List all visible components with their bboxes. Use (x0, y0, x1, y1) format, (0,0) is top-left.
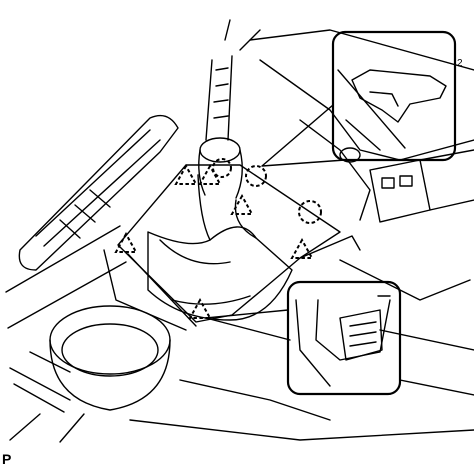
clip-marker-triangle (290, 237, 314, 259)
clip-marker-triangle (174, 163, 198, 185)
parking-brake-lever (5, 114, 179, 329)
clip-detail-inset (286, 280, 402, 396)
clip-marker-triangle (114, 231, 138, 253)
shift-boot (147, 174, 293, 321)
inset-leader-top (261, 104, 346, 167)
cup-holder (9, 305, 171, 443)
claw-marker-circle (245, 165, 267, 187)
console-upper-panel (103, 164, 361, 331)
clip-marker-triangle (188, 297, 212, 319)
claw-marker-circle (298, 200, 322, 224)
claw-marker-circle (212, 158, 232, 178)
clip-marker-triangle (230, 193, 254, 215)
figure-code-label: P (2, 451, 12, 467)
center-console-body (129, 29, 474, 441)
shift-lever-shaft (198, 19, 261, 199)
claw-detail-inset (331, 30, 457, 162)
inset-label: 2 (457, 58, 463, 69)
inset-leader-bottom (205, 309, 291, 341)
